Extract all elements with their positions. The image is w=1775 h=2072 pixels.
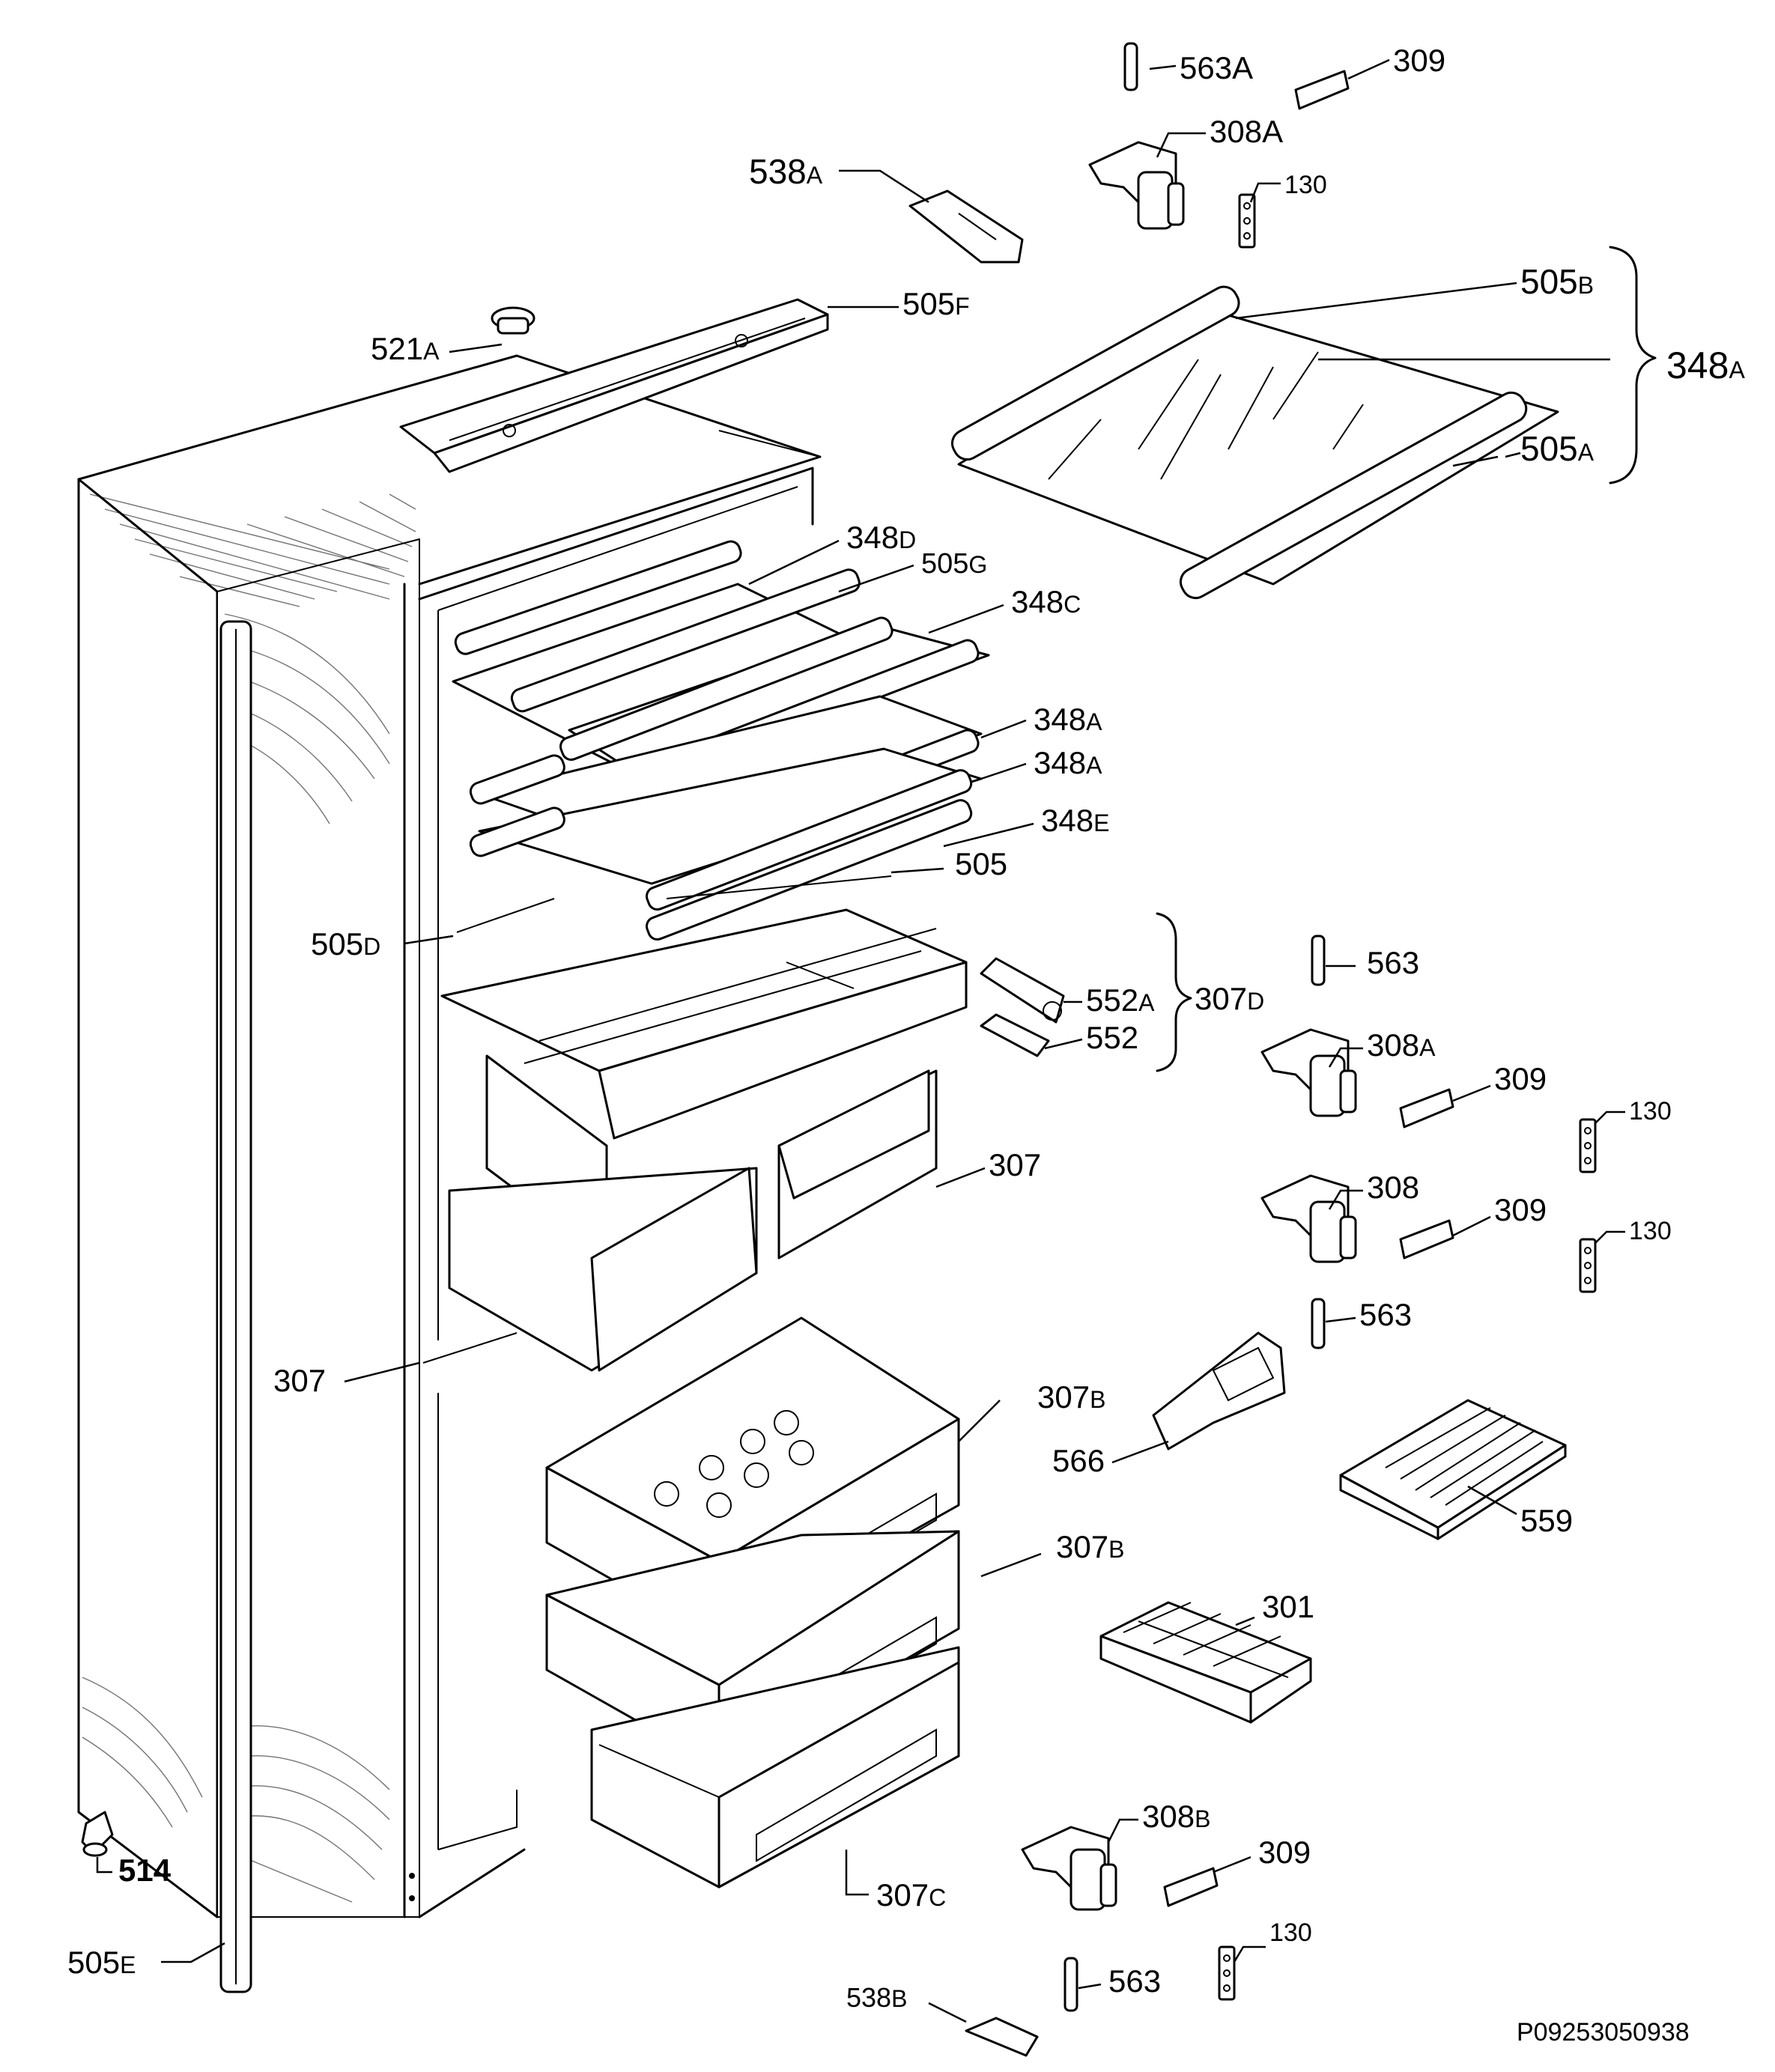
cover-plate-309-bot (1163, 1867, 1219, 1907)
cabinet-shading (82, 493, 416, 1903)
label-130-top: 130 (1284, 171, 1327, 199)
label-505E: 505E (67, 1945, 136, 1980)
label-563-mid2: 563 (1359, 1297, 1412, 1332)
label-308A-top: 308A (1210, 114, 1283, 149)
part-labels: 563A 309 308A 538A 130 505B 348A 505F 52… (67, 43, 1745, 2047)
crisper-drawer-307-left (448, 1054, 758, 1372)
label-505A: 505A (1520, 429, 1595, 468)
label-563-mid1: 563 (1367, 945, 1419, 980)
label-307-left: 307 (273, 1363, 326, 1398)
label-552A: 552A (1086, 982, 1155, 1018)
label-301: 301 (1262, 1589, 1314, 1624)
hinge-bracket-538B (965, 2017, 1039, 2057)
shelf-348D (452, 540, 893, 765)
label-505: 505 (955, 846, 1007, 881)
leader-lines (96, 58, 1625, 2023)
label-309-top: 309 (1393, 43, 1445, 78)
cover-plate-309-mid2 (1399, 1219, 1454, 1260)
label-130-bot: 130 (1269, 1918, 1312, 1947)
label-309-mid1: 309 (1494, 1061, 1547, 1096)
label-130-mid1: 130 (1629, 1097, 1672, 1125)
label-348E: 348E (1041, 803, 1109, 838)
label-505D: 505D (311, 926, 380, 961)
label-348A-2: 348A (1034, 745, 1102, 780)
label-308: 308 (1367, 1170, 1419, 1205)
pin-563-mid1 (1311, 935, 1326, 986)
ice-cube-tray-301 (1099, 1601, 1312, 1724)
cover-plate-309-mid1 (1399, 1088, 1454, 1128)
label-563A-top: 563A (1180, 50, 1253, 85)
label-538A: 538A (749, 152, 823, 191)
label-308B: 308B (1142, 1799, 1210, 1834)
shelf-348E-505 (456, 799, 973, 941)
adjustable-foot-514 (81, 1811, 114, 1857)
rail-552A (980, 957, 1065, 1024)
pin-563A (1123, 42, 1138, 91)
pin-563-mid2 (1311, 1298, 1326, 1349)
knob-521A (491, 306, 535, 335)
crisper-drawer-307-right (777, 1069, 938, 1260)
cover-plate-309-top (1294, 70, 1350, 110)
pin-563-bot (1064, 1957, 1078, 2012)
hinge-bracket-538A (908, 189, 1024, 264)
label-563-bot: 563 (1108, 1963, 1161, 1999)
hinge-308A-mid (1260, 1028, 1357, 1117)
label-307B-1: 307B (1037, 1379, 1105, 1415)
top-cover-505F (399, 298, 829, 473)
hinge-308B (1021, 1826, 1117, 1911)
label-348C: 348C (1011, 584, 1081, 619)
screw-plate-130-top (1238, 193, 1256, 249)
shelf-348A-lower (469, 747, 983, 911)
label-521A: 521A (371, 331, 440, 366)
label-505F: 505F (902, 286, 970, 321)
hinge-308A-top (1088, 141, 1185, 230)
label-538B: 538B (846, 1982, 907, 2013)
label-309-mid2: 309 (1494, 1192, 1547, 1227)
label-307D: 307D (1195, 981, 1264, 1016)
refrigerator-cabinet (77, 354, 822, 1918)
label-348A-bracket: 348A (1666, 344, 1745, 386)
label-514: 514 (118, 1853, 172, 1888)
rail-552 (980, 1013, 1050, 1057)
label-307C: 307C (876, 1877, 946, 1913)
label-307B-2: 307B (1056, 1529, 1124, 1564)
brace-307D (1156, 912, 1192, 1072)
label-566: 566 (1052, 1443, 1105, 1478)
label-348A-1: 348A (1034, 702, 1102, 737)
label-505G: 505G (921, 548, 987, 580)
freezer-drawer-307C (590, 1646, 960, 1889)
label-309-bot: 309 (1258, 1835, 1311, 1870)
screw-plate-130-bot (1218, 1945, 1236, 2001)
drawing-code: P09253050938 (1517, 2018, 1690, 2047)
label-307-right: 307 (989, 1147, 1041, 1182)
glass-shelf-348A (950, 285, 1559, 600)
crisper-cover-307D (440, 908, 968, 1140)
label-308A-mid: 308A (1367, 1027, 1436, 1063)
ice-tray-559 (1339, 1399, 1567, 1540)
ice-scraper-566 (1152, 1331, 1286, 1450)
screw-plate-130-mid1 (1579, 1118, 1597, 1173)
ventilation-holes (654, 1410, 814, 1518)
hinge-308 (1260, 1174, 1357, 1263)
label-130-mid2: 130 (1629, 1217, 1672, 1245)
brace-348A (1609, 246, 1657, 484)
label-505B: 505B (1520, 262, 1594, 301)
label-552: 552 (1086, 1020, 1138, 1055)
door-seal-505E (219, 620, 252, 1993)
label-348D: 348D (846, 520, 916, 555)
screw-plate-130-mid2 (1579, 1238, 1597, 1293)
label-559: 559 (1520, 1503, 1573, 1538)
